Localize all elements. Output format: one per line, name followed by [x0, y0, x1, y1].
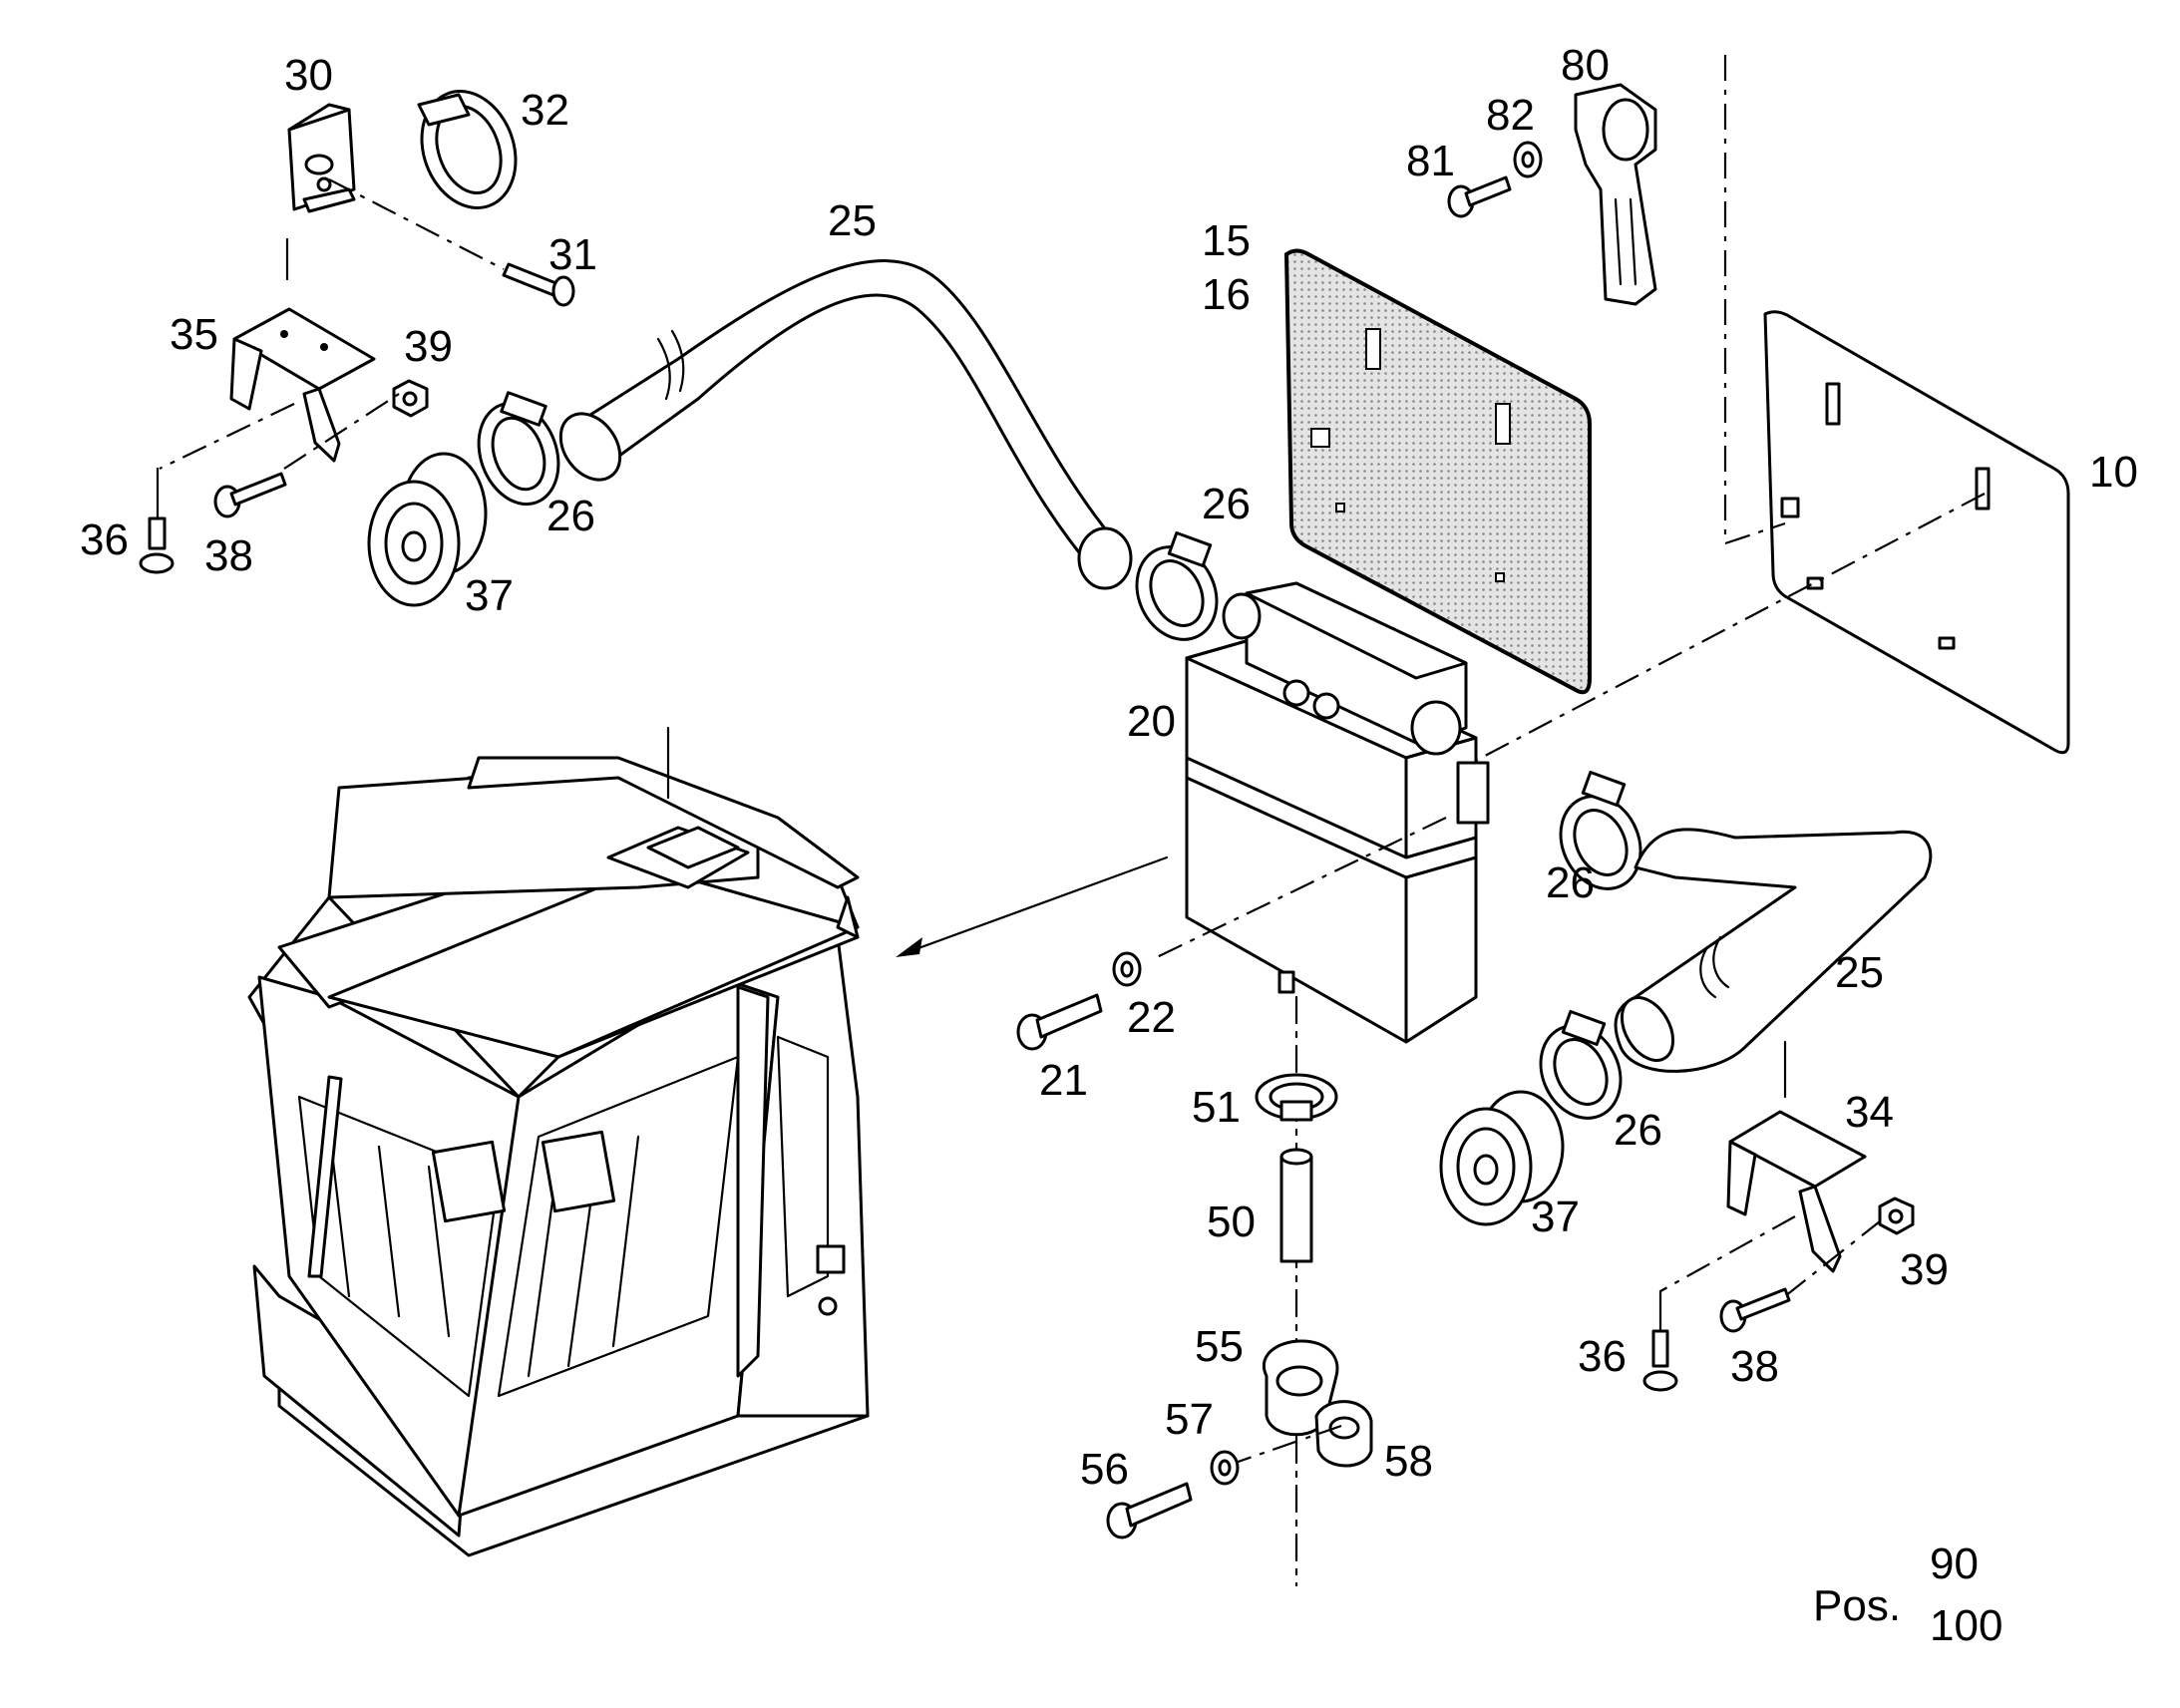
centerline-38-lower — [1784, 1220, 1881, 1297]
washer-57 — [1210, 1450, 1240, 1486]
label-82: 82 — [1486, 91, 1535, 140]
centerline-panel — [1385, 493, 1986, 809]
screw-21 — [1016, 993, 1103, 1051]
grommet-37-lower — [1439, 1090, 1565, 1226]
centerline-56-57 — [1226, 1424, 1342, 1468]
heater-unit-20 — [1185, 581, 1490, 1044]
hose-25-lower — [1614, 828, 1933, 1073]
grommet-37-top — [367, 452, 488, 607]
centerline-80 — [1723, 55, 1786, 545]
label-26-right: 26 — [1546, 858, 1595, 907]
label-37-lower: 37 — [1531, 1193, 1580, 1241]
label-32: 32 — [521, 86, 569, 135]
clamp-26-right — [1559, 771, 1642, 890]
hose-25-upper — [558, 259, 1133, 590]
label-55: 55 — [1195, 1322, 1244, 1371]
screw-38-lower — [1719, 1287, 1791, 1333]
clamp-32 — [417, 90, 518, 209]
label-38-lower: 38 — [1730, 1342, 1779, 1391]
label-30: 30 — [284, 51, 333, 100]
screw-31 — [502, 262, 575, 307]
centerline-38 — [283, 393, 400, 470]
screw-36-lower — [1642, 1289, 1678, 1392]
label-37-top: 37 — [465, 571, 514, 620]
nut-39-top — [392, 379, 429, 418]
screw-81 — [1447, 175, 1512, 218]
part-labels: 10 15 16 20 21 22 25 25 26 26 26 26 30 3… — [80, 41, 2138, 1494]
label-50: 50 — [1207, 1197, 1256, 1246]
washer-82 — [1513, 141, 1543, 178]
label-51: 51 — [1192, 1083, 1241, 1132]
label-56: 56 — [1080, 1445, 1129, 1494]
label-57: 57 — [1165, 1395, 1214, 1444]
operator-cab — [247, 726, 870, 1557]
position-line-1: 90 — [1930, 1539, 1979, 1588]
label-26-upper-right: 26 — [1202, 480, 1251, 528]
label-36-top: 36 — [80, 515, 129, 564]
screw-36-top — [139, 467, 175, 574]
holder-30 — [287, 103, 356, 213]
clip-58 — [1314, 1400, 1373, 1468]
washer-22 — [1112, 951, 1142, 987]
label-10: 10 — [2089, 448, 2138, 497]
label-21: 21 — [1039, 1056, 1088, 1105]
label-58: 58 — [1384, 1437, 1433, 1486]
assembly-arrow — [896, 855, 1169, 957]
label-26-top-left: 26 — [546, 492, 595, 540]
nut-39-lower — [1878, 1196, 1915, 1235]
label-35: 35 — [170, 310, 218, 359]
label-22: 22 — [1127, 993, 1176, 1042]
centerline-36-top — [159, 403, 295, 470]
label-16: 16 — [1202, 270, 1251, 319]
label-80: 80 — [1561, 41, 1610, 90]
screw-56 — [1106, 1482, 1193, 1539]
label-31: 31 — [548, 230, 597, 279]
label-81: 81 — [1406, 137, 1455, 185]
screw-38-top — [213, 472, 287, 518]
label-26-lower: 26 — [1614, 1106, 1662, 1155]
filter-mat-15-16 — [1283, 248, 1592, 695]
label-25-upper: 25 — [828, 196, 877, 245]
position-note: Pos. 90 100 — [1813, 1539, 2002, 1650]
centerline-heater — [1156, 817, 1447, 958]
label-20: 20 — [1127, 697, 1176, 746]
label-39-top: 39 — [404, 322, 453, 371]
label-15: 15 — [1202, 216, 1251, 265]
position-prefix: Pos. — [1813, 1581, 1901, 1630]
centerline-36-lower — [1659, 1215, 1796, 1292]
label-39-lower: 39 — [1900, 1245, 1949, 1294]
label-25-lower: 25 — [1835, 948, 1884, 997]
centerline-30-31 — [328, 178, 505, 270]
clamp-26-lower — [1539, 1010, 1623, 1120]
label-38-top: 38 — [204, 531, 253, 580]
label-36-lower: 36 — [1578, 1332, 1627, 1381]
label-34: 34 — [1845, 1088, 1894, 1137]
filter-slots — [1310, 328, 1511, 582]
panel-slots — [1780, 382, 1991, 650]
tube-50 — [1279, 1148, 1313, 1263]
clamp-26-upper-right — [1135, 531, 1219, 641]
bracket-35 — [229, 307, 376, 463]
position-line-2: 100 — [1930, 1601, 2002, 1650]
clamp-26-top-left — [477, 391, 560, 507]
clamp-51 — [1255, 1073, 1338, 1122]
latch-80 — [1574, 83, 1657, 306]
cover-panel-10 — [1763, 310, 2070, 755]
bracket-34 — [1726, 1110, 1867, 1273]
